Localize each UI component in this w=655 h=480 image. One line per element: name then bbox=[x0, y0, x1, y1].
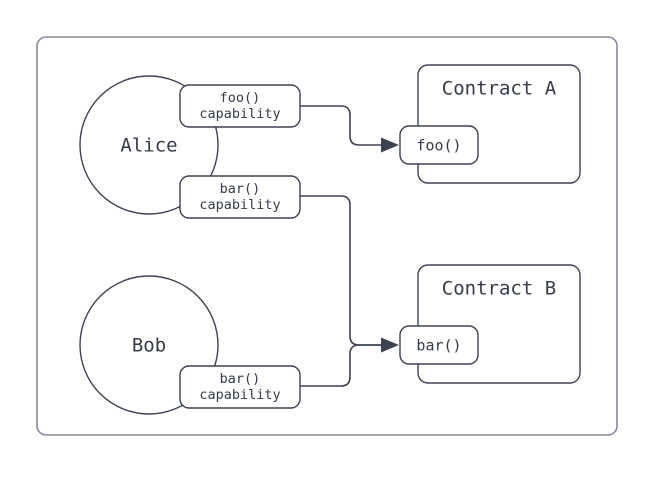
capability-label-alice-bar-line2: capability bbox=[199, 197, 280, 213]
capability-label-alice-bar-line1: bar() bbox=[220, 181, 261, 197]
arrow-head-alice-foo bbox=[381, 137, 399, 153]
edge-alice-bar-to-contract-b-bar bbox=[300, 195, 381, 346]
method-box-contract-b-bar[interactable] bbox=[399, 325, 479, 365]
contract-label-a: Contract A bbox=[442, 78, 557, 100]
method-label-contract-b-bar: bar() bbox=[416, 337, 461, 355]
principal-label-bob: Bob bbox=[132, 335, 166, 357]
principal-label-alice: Alice bbox=[120, 135, 177, 157]
method-label-contract-a-foo: foo() bbox=[416, 137, 461, 155]
capability-box-bob-bar[interactable] bbox=[179, 365, 301, 409]
edge-alice-foo-to-contract-a-foo bbox=[300, 105, 381, 146]
arrow-head-alice-bar bbox=[381, 337, 399, 353]
capability-label-bob-bar-line1: bar() bbox=[220, 371, 261, 387]
method-box-contract-a-foo[interactable] bbox=[399, 125, 479, 165]
capability-label-alice-foo-line2: capability bbox=[199, 106, 280, 122]
contract-label-b: Contract B bbox=[442, 278, 556, 300]
capability-label-bob-bar-line2: capability bbox=[199, 387, 280, 403]
capability-box-alice-foo[interactable] bbox=[179, 84, 301, 128]
capability-label-alice-foo-line1: foo() bbox=[220, 90, 261, 106]
capability-box-alice-bar[interactable] bbox=[179, 175, 301, 219]
edge-bob-bar-to-contract-b-bar bbox=[300, 344, 381, 387]
